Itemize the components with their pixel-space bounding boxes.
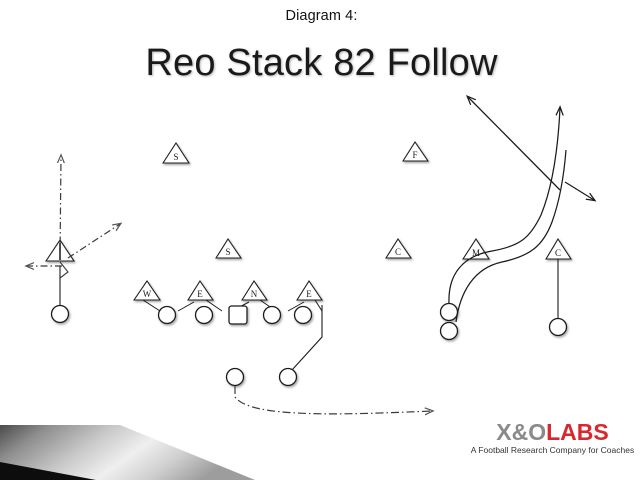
offensive-line bbox=[157, 305, 313, 325]
logo-xo-text: X&O bbox=[496, 419, 547, 445]
defender-corner-right: C bbox=[545, 237, 573, 260]
lineman-left-tackle bbox=[157, 305, 177, 325]
route-back-block bbox=[291, 305, 323, 371]
defender-sam-linebacker: S bbox=[215, 237, 243, 259]
footer-band bbox=[0, 425, 255, 480]
route-stack-front-wheel bbox=[448, 108, 560, 304]
logo-labs-text: LABS bbox=[546, 419, 609, 445]
receiver-right-outside bbox=[548, 317, 568, 337]
defender-label: W bbox=[143, 289, 152, 299]
defender-mike-linebacker: M bbox=[461, 237, 491, 260]
quarterback bbox=[225, 367, 245, 387]
defender-end-left: E bbox=[187, 279, 215, 301]
receiver-stack-back bbox=[439, 321, 459, 341]
receiver-left-split-end bbox=[50, 304, 70, 324]
defender-label: C bbox=[395, 247, 401, 257]
defender-end-right: E bbox=[296, 279, 324, 301]
lineman-left-guard bbox=[194, 305, 214, 325]
logo-wordmark: X&OLABS bbox=[470, 420, 635, 444]
running-back bbox=[278, 367, 298, 387]
defender-label: F bbox=[412, 150, 417, 160]
defender-label: M bbox=[472, 248, 480, 258]
defender-label: N bbox=[251, 289, 258, 299]
route-outside-deep-post bbox=[468, 97, 561, 191]
lineman-right-tackle bbox=[293, 305, 313, 325]
lineman-center bbox=[228, 305, 248, 325]
route-stack-back-follow bbox=[455, 149, 567, 323]
route-left-defender-vertical bbox=[60, 156, 61, 259]
defender-nose: N bbox=[241, 279, 269, 301]
defender-label: C bbox=[555, 248, 561, 258]
brand-logo: X&OLABS A Football Research Company for … bbox=[470, 420, 635, 466]
defender-label: E bbox=[197, 289, 203, 299]
defender-corner-middle: C bbox=[385, 237, 413, 259]
lineman-right-guard bbox=[262, 305, 282, 325]
route-left-defender-diagonal bbox=[67, 224, 120, 259]
diagram-label: Diagram 4: bbox=[285, 8, 358, 24]
defender-label: S bbox=[173, 152, 178, 162]
front-connectors bbox=[142, 299, 323, 312]
logo-tagline: A Football Research Company for Coaches bbox=[470, 445, 635, 455]
defender-strong-safety-left: S bbox=[161, 141, 191, 164]
defender-label: E bbox=[306, 289, 312, 299]
route-quarterback-motion bbox=[234, 386, 432, 414]
page-title: Reo Stack 82 Follow bbox=[145, 42, 498, 84]
route-outside-out-break bbox=[564, 181, 594, 200]
route-left-defender-down bbox=[59, 261, 69, 279]
receiver-stack-front bbox=[439, 302, 459, 322]
defender-free-safety: F bbox=[402, 140, 430, 162]
defender-will-linebacker: W bbox=[132, 280, 162, 301]
defender-label: S bbox=[225, 247, 230, 257]
